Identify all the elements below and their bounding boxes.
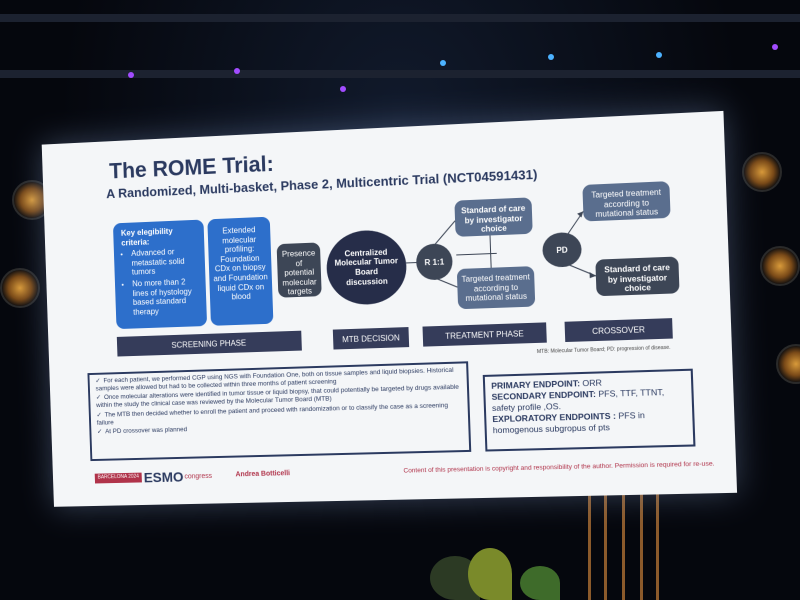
methods-notes-box: ✓For each patient, we performed CGP usin… [87, 361, 471, 461]
arrow-head [577, 211, 583, 217]
bamboo-stalk [604, 480, 607, 600]
stage-light [656, 52, 662, 58]
bamboo-stalk [640, 482, 643, 600]
checkmark-icon: ✓ [96, 411, 101, 418]
stage-light [440, 60, 446, 66]
stage-light [772, 44, 778, 50]
speaker-right-middle [760, 246, 800, 286]
stage-light [234, 68, 240, 74]
lighting-truss [0, 70, 800, 78]
esmo-logo: BARCELONA 2024 ESMO congress [95, 468, 213, 486]
speaker-left-lower [0, 268, 40, 308]
phase-crossover: CROSSOVER [565, 318, 673, 342]
overhead-truss [0, 14, 800, 22]
logo-city: BARCELONA 2024 [95, 473, 142, 483]
connector-line [435, 277, 458, 288]
plant-leaf [520, 566, 560, 600]
presenter-name: Andrea Botticelli [235, 470, 290, 478]
connector-line [433, 221, 456, 246]
checkmark-icon: ✓ [95, 378, 100, 385]
plant-leaf [468, 548, 512, 600]
presentation-slide: The ROME Trial: A Randomized, Multi-bask… [42, 111, 737, 507]
speaker-right-upper [742, 152, 782, 192]
exploratory-endpoint: EXPLORATORY ENDPOINTS : PFS in homogenou… [492, 409, 686, 437]
logo-suffix: congress [184, 472, 212, 480]
connector-line [456, 254, 484, 255]
copyright-notice: Content of this presentation is copyrigh… [403, 460, 714, 474]
phase-mtb-decision: MTB DECISION [333, 327, 409, 349]
checkmark-icon: ✓ [97, 428, 102, 435]
connector-line [490, 235, 491, 267]
logo-brand: ESMO [143, 469, 183, 486]
phase-treatment: TREATMENT PHASE [422, 322, 546, 346]
stage-light [340, 86, 346, 92]
checkmark-icon: ✓ [96, 394, 101, 401]
stage-light [128, 72, 134, 78]
speaker-right-lower [776, 344, 800, 384]
stage-light [548, 54, 554, 60]
endpoints-box: PRIMARY ENDPOINT: ORR SECONDARY ENDPOINT… [483, 369, 696, 452]
